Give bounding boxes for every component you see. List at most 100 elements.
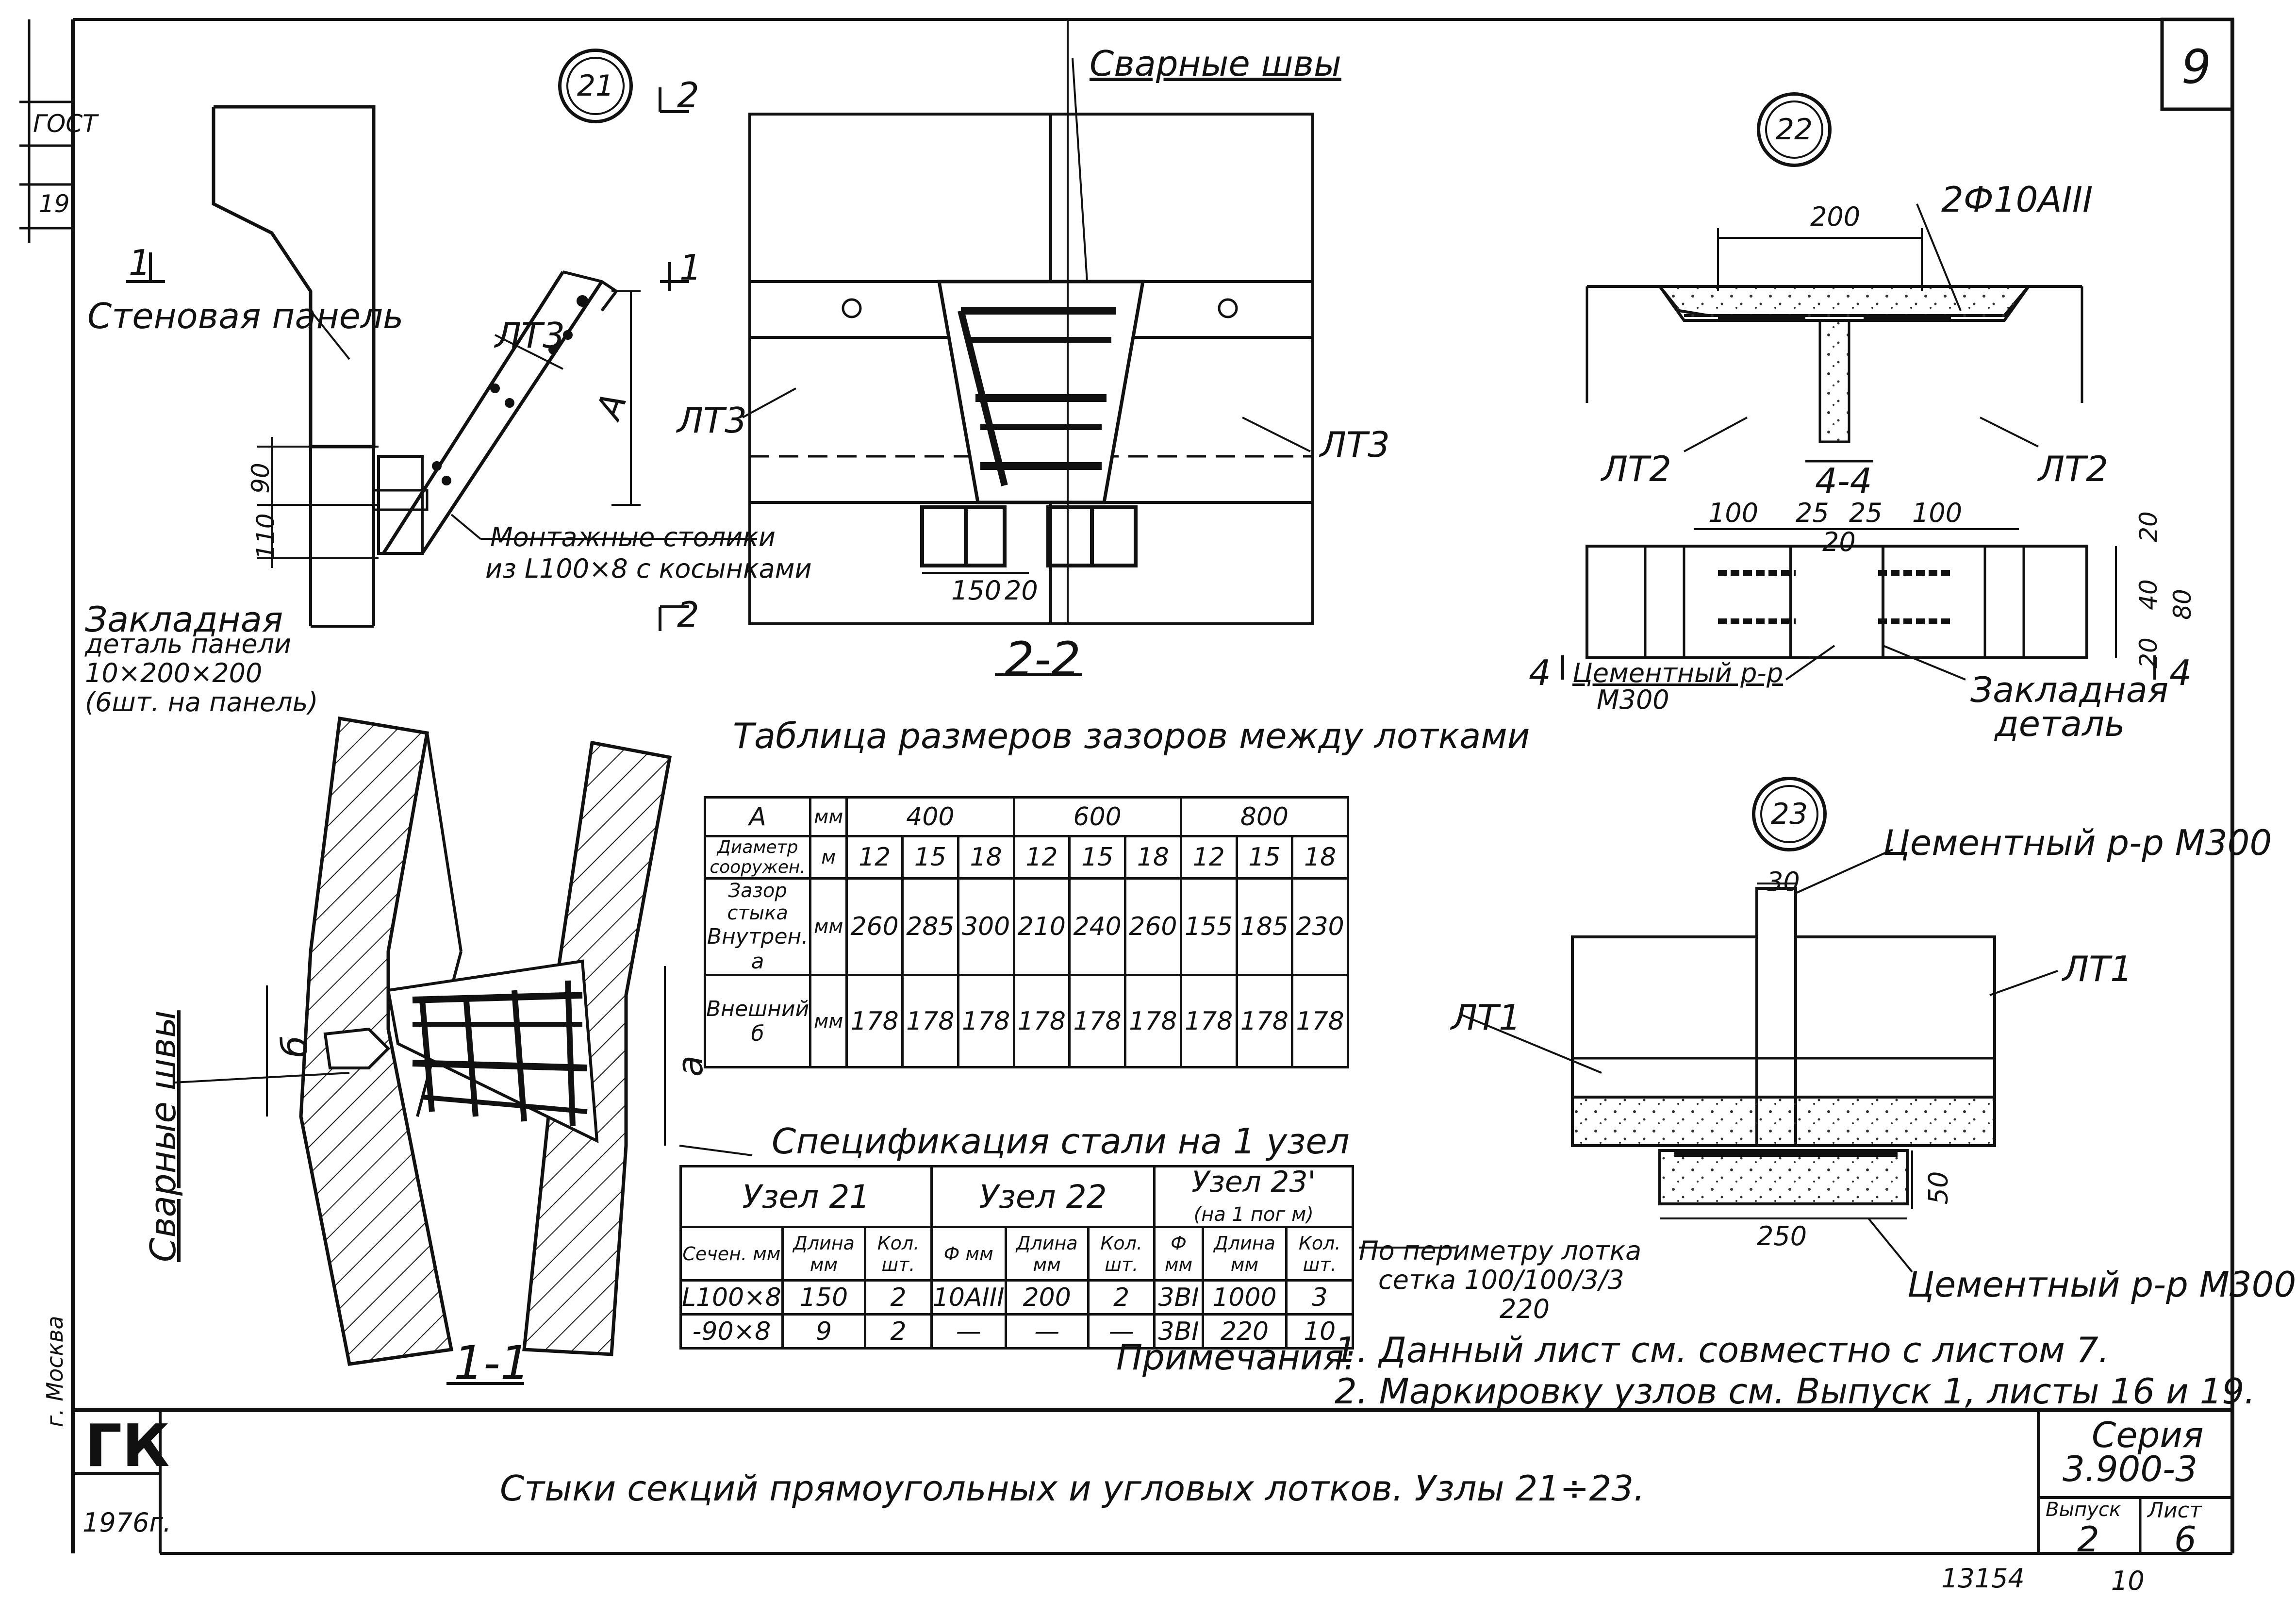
gap-table-title: Таблица размеров зазоров между лотками xyxy=(733,716,1530,756)
steel-cell: 2 xyxy=(864,1313,933,1350)
group-node23-name: Узел 23' xyxy=(1191,1165,1316,1199)
lt2-label-left: ЛТ2 xyxy=(1602,449,1671,489)
node-22-number: 22 xyxy=(1775,113,1813,147)
diameter-cell: 18 xyxy=(957,835,1015,880)
gap-cell: 300 xyxy=(957,877,1015,976)
node-23-number: 23 xyxy=(1770,797,1808,831)
drawing-linework xyxy=(19,17,2234,1555)
issue-label: Выпуск xyxy=(2046,1499,2121,1521)
dim-right-20-bottom: 20 xyxy=(2134,637,2163,668)
cut-4-right: 4 xyxy=(2169,652,2192,693)
mortar-top-label-23: Цементный р-р М300 xyxy=(1883,822,2272,863)
gap-cell: 178 xyxy=(845,974,904,1068)
col-header: Ф мм xyxy=(1153,1226,1204,1282)
dim-25-left: 25 xyxy=(1796,498,1829,528)
steel-cell: L100×8 xyxy=(679,1279,784,1316)
embedded-label-3: 10×200×200 xyxy=(85,658,263,688)
dim-100-right: 100 xyxy=(1912,498,1963,528)
embedded-label-22-1: Закладная xyxy=(1970,669,2169,710)
gap-cell: 178 xyxy=(957,974,1015,1068)
steel-column-row: Сечен. мм Длина мм Кол. шт. Ф мм Длина м… xyxy=(679,1226,1354,1282)
diameter-unit: м xyxy=(809,835,848,880)
row-label-inner-text: Внутрен. а xyxy=(707,924,809,974)
dim-100-left: 100 xyxy=(1708,498,1759,528)
dim-right-20-top: 20 xyxy=(2134,511,2163,542)
gap-cell: 178 xyxy=(1068,974,1126,1068)
gap-cell: 260 xyxy=(845,877,904,976)
notes-label: Примечания: xyxy=(1116,1337,1356,1378)
dim-30: 30 xyxy=(1767,867,1800,897)
note-1: 1. Данный лист см. совместно с листом 7. xyxy=(1335,1330,2110,1370)
cut-mark-1-left: 1 xyxy=(129,242,151,283)
cut-mark-2-bottom: 2 xyxy=(677,594,699,635)
perimeter-label-2: сетка 100/100/3/3 xyxy=(1378,1265,1624,1295)
steel-cell: 3 xyxy=(1285,1279,1354,1316)
gap-cell: 178 xyxy=(1235,974,1294,1068)
header-group-400: 400 xyxy=(845,796,1015,837)
group-node23-sub: (на 1 пог м) xyxy=(1193,1203,1314,1226)
node-21-circle: 21 xyxy=(558,49,633,123)
gap-cell: 178 xyxy=(1179,974,1238,1068)
wall-panel-label: Стеновая панель xyxy=(87,296,404,336)
margin-label-19: 19 xyxy=(39,190,70,218)
dim-20-2-2: 20 xyxy=(1005,575,1038,606)
diameter-cell: 12 xyxy=(845,835,904,880)
sheet-title: Стыки секций прямоугольных и угловых лот… xyxy=(500,1468,1645,1509)
steel-cell: 10 xyxy=(1285,1313,1354,1350)
node-23-circle: 23 xyxy=(1752,777,1827,851)
header-group-800: 800 xyxy=(1179,796,1350,837)
row-label-inner: Зазор стыка Внутрен. а xyxy=(703,877,812,976)
cut-mark-2-top: 2 xyxy=(677,75,699,116)
gap-cell: 240 xyxy=(1068,877,1126,976)
diameter-cell: 15 xyxy=(1068,835,1126,880)
steel-group-row: Узел 21 Узел 22 Узел 23' (на 1 пог м) xyxy=(679,1165,1354,1228)
diameter-cell: 12 xyxy=(1179,835,1238,880)
row-unit-inner: мм xyxy=(809,877,848,976)
mortar-bottom-label-23: Цементный р-р М300 xyxy=(1907,1264,2296,1305)
steel-cell: — xyxy=(930,1313,1007,1350)
steel-cell: — xyxy=(1087,1313,1156,1350)
gap-cell: 178 xyxy=(1124,974,1182,1068)
steel-cell: 9 xyxy=(781,1313,867,1350)
steel-cell: 220 xyxy=(1201,1313,1288,1350)
steel-cell: 2 xyxy=(864,1279,933,1316)
cut-mark-1-right: 1 xyxy=(679,247,702,288)
dim-25-right: 25 xyxy=(1849,498,1883,528)
col-header: Длина мм xyxy=(1004,1226,1090,1282)
dim-110: 110 xyxy=(251,513,280,560)
dim-250: 250 xyxy=(1757,1221,1807,1251)
steel-cell: 150 xyxy=(781,1279,867,1316)
steel-table-title: Спецификация стали на 1 узел xyxy=(772,1121,1350,1162)
gap-table-row-outer: Внешний б мм 178 178 178 178 178 178 178… xyxy=(703,974,1349,1068)
note-2: 2. Маркировку узлов см. Выпуск 1, листы … xyxy=(1335,1371,2256,1412)
mortar-grade-22: М300 xyxy=(1597,684,1669,715)
node-22-circle: 22 xyxy=(1757,92,1832,167)
col-header: Ф мм xyxy=(930,1226,1007,1282)
col-header: Кол. шт. xyxy=(1285,1226,1354,1282)
header-a: А xyxy=(703,796,812,837)
dim-90: 90 xyxy=(246,463,275,494)
diameter-cell: 18 xyxy=(1291,835,1349,880)
col-header: Сечен. мм xyxy=(679,1226,784,1282)
gap-cell: 285 xyxy=(901,877,959,976)
section-2-2-caption: 2-2 xyxy=(1005,632,1081,686)
row-label-outer: Внешний б xyxy=(703,974,812,1068)
lt3-label-left: ЛТ3 xyxy=(677,400,747,441)
embedded-label-22-2: деталь xyxy=(1995,703,2125,744)
diameter-cell: 15 xyxy=(901,835,959,880)
margin-vertical-text: г. Москва xyxy=(42,1316,68,1427)
gap-cell: 178 xyxy=(1012,974,1071,1068)
group-node21: Узел 21 xyxy=(679,1165,933,1228)
perimeter-label-1: По периметру лотка xyxy=(1359,1235,1642,1266)
steel-row: -90×8 9 2 — — — 3ВI 220 10 xyxy=(679,1313,1354,1350)
dim-200: 200 xyxy=(1810,201,1861,232)
embedded-label-4: (6шт. на панель) xyxy=(85,687,318,717)
diameter-cell: 15 xyxy=(1235,835,1294,880)
embedded-label-1: Закладная xyxy=(85,599,283,640)
series-label: Серия xyxy=(2092,1415,2204,1455)
cut-4-left: 4 xyxy=(1529,652,1551,693)
diameter-label: Диаметр сооружен. xyxy=(703,835,812,880)
mounting-label-2: из L100×8 с косынками xyxy=(485,553,812,584)
gap-cell: 230 xyxy=(1291,877,1349,976)
mortar-label-22: Цементный р-р xyxy=(1572,658,1784,688)
